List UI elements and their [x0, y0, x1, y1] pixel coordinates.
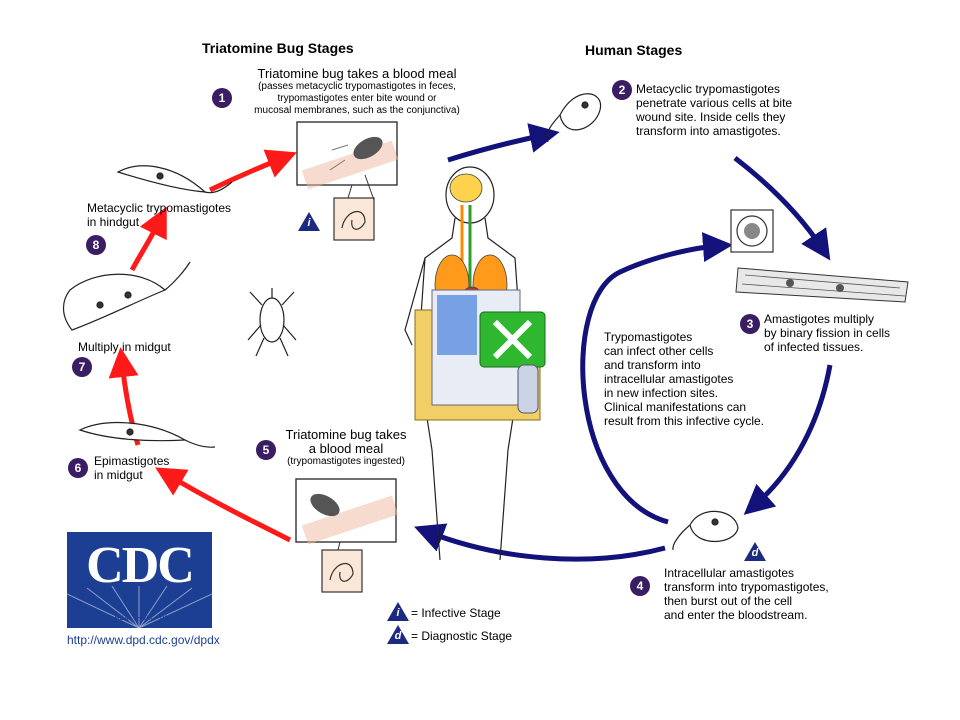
- stage-number-1: 1: [212, 88, 232, 108]
- stage-4-label: Intracellular amastigotes transform into…: [664, 566, 864, 622]
- stage-1-sub-2: mucosal membranes, such as the conjuncti…: [254, 105, 460, 116]
- stage-4-line-1: transform into trypomastigotes,: [664, 580, 829, 594]
- cdc-tagline: SAFER · HEALTHIER · PEOPLE™: [85, 616, 194, 622]
- stage-number-7: 7: [72, 357, 92, 377]
- stage-number-3: 3: [740, 314, 760, 334]
- organism-stage-7: [62, 261, 191, 331]
- legend-infective-icon: i: [387, 602, 409, 621]
- stage-2-line-0: Metacyclic trypomastigotes: [636, 82, 781, 96]
- legend-diagnostic-icon: d: [387, 625, 409, 644]
- stage-1-sub-0: (passes metacyclic trypomastigotes in fe…: [258, 81, 456, 92]
- arrow-5-to-6: [155, 467, 292, 543]
- source-url-link[interactable]: http://www.dpd.cdc.gov/dpdx: [67, 633, 220, 647]
- stage-number-5: 5: [256, 440, 276, 460]
- stage-2-line-2: wound site. Inside cells they: [636, 110, 786, 124]
- stage-4-line-0: Intracellular amastigotes: [664, 566, 795, 580]
- center-note-line-0: Trypomastigotes: [604, 330, 693, 344]
- arrow-2-to-3: [733, 156, 831, 261]
- arrow-4-to-5: [414, 523, 666, 562]
- stage-2-line-3: transform into amastigotes.: [636, 124, 781, 138]
- center-note-line-1: can infect other cells: [604, 344, 714, 358]
- stage-1-title: Triatomine bug takes a blood meal: [257, 66, 457, 81]
- stage-5-line-0: Triatomine bug takes: [285, 427, 407, 442]
- center-note-line-6: result from this infective cycle.: [604, 414, 765, 428]
- stage-3-label: Amastigotes multiply by binary fission i…: [764, 312, 914, 354]
- stage-4-line-3: and enter the bloodstream.: [664, 608, 808, 622]
- stage-5-label: Triatomine bug takes a blood meal (trypo…: [272, 428, 420, 468]
- center-note-line-3: intracellular amastigotes: [604, 372, 734, 386]
- arrow-1-to-2: [447, 123, 560, 163]
- stage-3-line-1: by binary fission in cells: [764, 326, 891, 340]
- bite-scene-stage-1: [296, 121, 399, 241]
- stage-6-line-0: Epimastigotes: [94, 454, 170, 468]
- bite-scene-stage-5: [295, 478, 399, 593]
- arrow-7-to-8: [129, 206, 167, 272]
- organism-stage-8: [116, 165, 233, 194]
- diagnostic-stage-marker-icon: d: [744, 542, 766, 561]
- cdc-logo: CDC: [67, 532, 212, 628]
- infected-cell-stage-3: [730, 209, 909, 303]
- stage-1-sub-1: trypomastigotes enter bite wound or: [277, 93, 437, 104]
- stage-4-line-2: then burst out of the cell: [664, 594, 793, 608]
- cdc-logo-text: CDC: [86, 537, 195, 594]
- stage-8-label: Metacyclic trypomastigotes in hindgut: [87, 201, 267, 229]
- arrow-reinfection-cycle: [580, 232, 733, 525]
- stage-1-label: Triatomine bug takes a blood meal (passe…: [232, 67, 482, 117]
- infective-marker-letter: i: [307, 217, 311, 229]
- stage-number-8: 8: [86, 235, 106, 255]
- stage-8-line-1: in hindgut: [87, 215, 140, 229]
- infective-stage-marker-icon: i: [298, 212, 320, 231]
- stage-3-line-2: of infected tissues.: [764, 340, 864, 354]
- title-human-stages: Human Stages: [585, 42, 683, 58]
- stage-6-line-1: in midgut: [94, 468, 143, 482]
- stage-number-2: 2: [612, 80, 632, 100]
- stage-8-line-0: Metacyclic trypomastigotes: [87, 201, 232, 215]
- stage-number-4: 4: [630, 576, 650, 596]
- center-note: Trypomastigotes can infect other cells a…: [604, 330, 804, 428]
- title-bug-stages: Triatomine Bug Stages: [202, 40, 354, 56]
- diagnostic-marker-letter: d: [751, 547, 759, 559]
- stage-2-label: Metacyclic trypomastigotes penetrate var…: [636, 82, 836, 138]
- center-note-line-2: and transform into: [604, 358, 701, 372]
- arrow-8-to-1: [208, 149, 297, 193]
- arrow-3-to-4: [743, 364, 833, 515]
- legend-infective-letter: i: [396, 607, 400, 619]
- stage-number-6: 6: [68, 458, 88, 478]
- legend-diagnostic-label: = Diagnostic Stage: [411, 629, 513, 643]
- legend-diagnostic-letter: d: [394, 630, 402, 642]
- stage-7-label: Multiply in midgut: [78, 340, 171, 354]
- stage-5-line-1: a blood meal: [308, 441, 384, 456]
- folder-file-icon: [414, 289, 546, 421]
- legend-infective-label: = Infective Stage: [411, 606, 501, 620]
- center-note-line-4: in new infection sites.: [604, 386, 719, 400]
- stage-6-label: Epimastigotes in midgut: [94, 454, 214, 482]
- center-note-line-5: Clinical manifestations can: [604, 400, 747, 414]
- organism-stage-6: [78, 422, 216, 448]
- stage-5-sub: (trypomastigotes ingested): [287, 456, 405, 467]
- stage-3-line-0: Amastigotes multiply: [764, 312, 875, 326]
- organism-stage-2: [546, 93, 602, 143]
- triatomine-bug-drawing: [247, 288, 297, 357]
- organism-stage-4: [672, 510, 739, 551]
- stage-2-line-1: penetrate various cells at bite: [636, 96, 793, 110]
